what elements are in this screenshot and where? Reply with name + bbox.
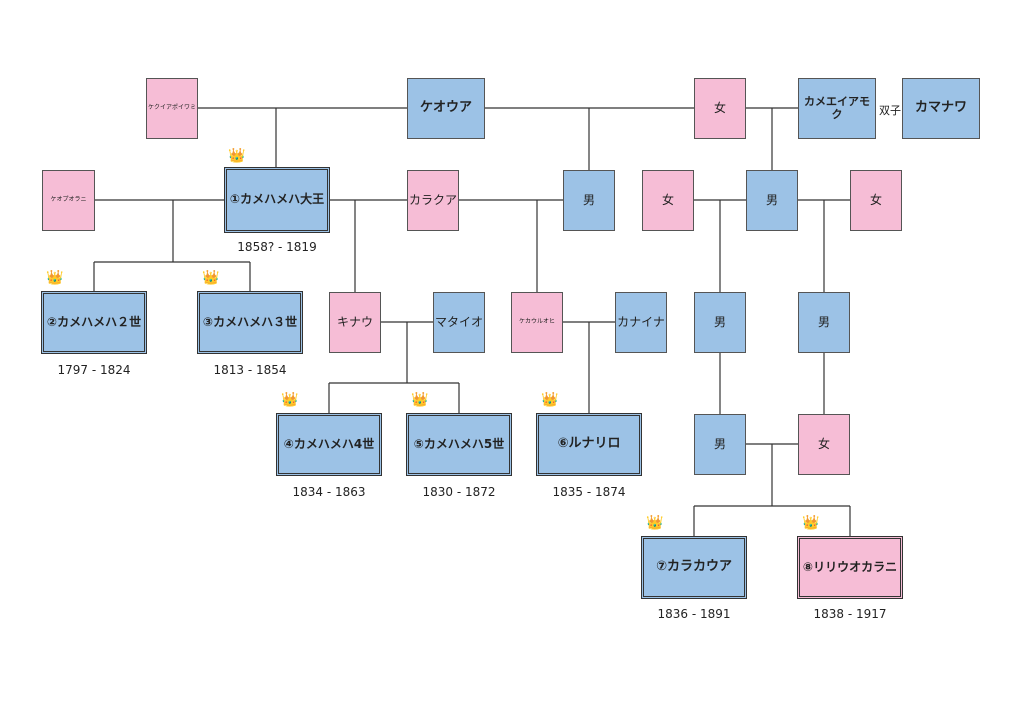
person-mataio[interactable]: マタイオ xyxy=(433,292,485,353)
person-otoko-low[interactable]: 男 xyxy=(694,414,746,475)
crown-icon: 👑 xyxy=(646,515,664,531)
k3-dates: 1813 - 1854 xyxy=(213,363,287,377)
person-keoua[interactable]: ケオウア xyxy=(407,78,485,139)
k2-dates: 1797 - 1824 xyxy=(57,363,131,377)
king-2-box[interactable]: ②カメハメハ２世 xyxy=(41,291,147,354)
person-otoko-mid[interactable]: 男 xyxy=(563,170,615,231)
person-kekauluohi[interactable]: ケカウルオヒ xyxy=(511,292,563,353)
crown-icon: 👑 xyxy=(541,392,559,408)
k5-dates: 1830 - 1872 xyxy=(422,485,496,499)
person-otoko-r1[interactable]: 男 xyxy=(694,292,746,353)
king-5-box[interactable]: ⑤カメハメハ5世 xyxy=(406,413,512,476)
person-kanaina[interactable]: カナイナ xyxy=(615,292,667,353)
person-onna-top[interactable]: 女 xyxy=(694,78,746,139)
crown-icon: 👑 xyxy=(228,148,246,164)
person-keiaipoiwami[interactable]: ケクイアポイワミ xyxy=(146,78,198,139)
crown-icon: 👑 xyxy=(281,392,299,408)
person-otoko-center[interactable]: 男 xyxy=(746,170,798,231)
crown-icon: 👑 xyxy=(202,270,220,286)
person-keopuolani[interactable]: ケオプオラニ xyxy=(42,170,95,231)
crown-icon: 👑 xyxy=(802,515,820,531)
king-4-box[interactable]: ④カメハメハ4世 xyxy=(276,413,382,476)
k7-dates: 1836 - 1891 xyxy=(657,607,731,621)
person-onna-low[interactable]: 女 xyxy=(798,414,850,475)
king-7-box[interactable]: ⑦カラカウア xyxy=(641,536,747,599)
crown-icon: 👑 xyxy=(46,270,64,286)
k6-dates: 1835 - 1874 xyxy=(552,485,626,499)
k4-dates: 1834 - 1863 xyxy=(292,485,366,499)
king-8-box[interactable]: ⑧リリウオカラニ xyxy=(797,536,903,599)
k8-dates: 1838 - 1917 xyxy=(813,607,887,621)
twins-label: 双子 xyxy=(879,104,901,117)
k1-dates: 1858? - 1819 xyxy=(237,240,317,254)
person-kinau[interactable]: キナウ xyxy=(329,292,381,353)
person-kalakua[interactable]: カラクア xyxy=(407,170,459,231)
person-otoko-r2[interactable]: 男 xyxy=(798,292,850,353)
person-kameeiamoku[interactable]: カメエイアモク xyxy=(798,78,876,139)
person-onna-left[interactable]: 女 xyxy=(642,170,694,231)
person-kamanawa[interactable]: カマナワ xyxy=(902,78,980,139)
person-onna-right[interactable]: 女 xyxy=(850,170,902,231)
king-1-box[interactable]: ①カメハメハ大王 xyxy=(224,167,330,233)
crown-icon: 👑 xyxy=(411,392,429,408)
king-3-box[interactable]: ③カメハメハ３世 xyxy=(197,291,303,354)
king-6-box[interactable]: ⑥ルナリロ xyxy=(536,413,642,476)
